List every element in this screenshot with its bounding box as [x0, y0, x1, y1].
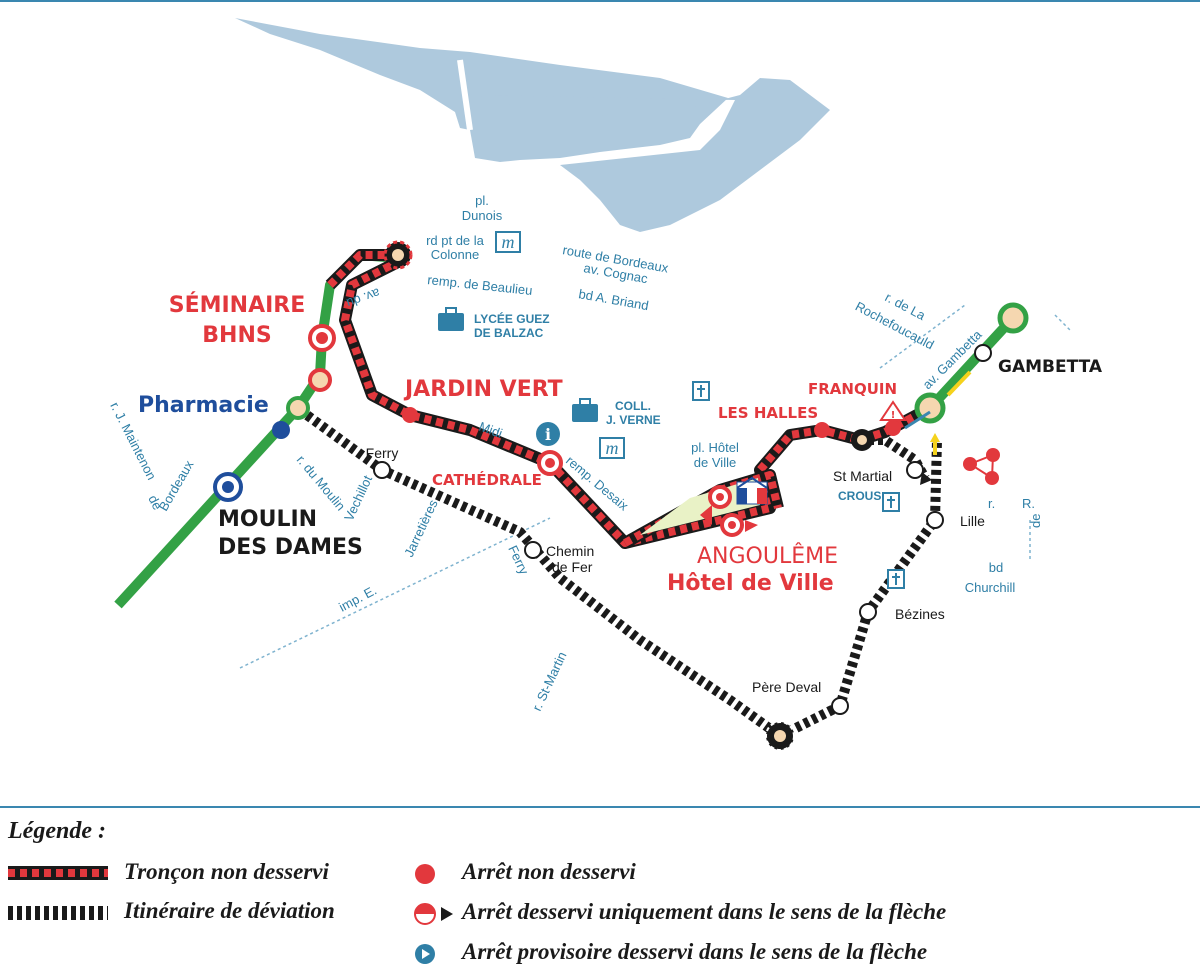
stop-franquin-marker [885, 420, 901, 436]
stop-st-martial-marker [906, 461, 924, 479]
label-les-halles: LES HALLES [718, 404, 818, 422]
direction-arrows [904, 370, 972, 455]
church-icon [887, 569, 905, 589]
legend-oneway-stop-symbol [414, 903, 453, 925]
svg-text:m: m [502, 232, 515, 252]
label-st-martial: St Martial [833, 468, 892, 484]
stop-gambetta-end [997, 302, 1029, 334]
street-lines [239, 304, 1071, 669]
label-gambetta: GAMBETTA [998, 357, 1103, 377]
label-r-de: R. [1022, 496, 1035, 511]
bike-share-icon [963, 448, 1000, 485]
label-rochefoucauld: r. de LaRochefoucauld [853, 279, 947, 352]
poi-college: COLL.J. VERNE [606, 399, 661, 427]
label-ferry: Ferry [366, 445, 399, 461]
label-lille: Lille [960, 513, 985, 529]
label-dunois: pl.Dunois [462, 193, 503, 223]
church-icon [692, 381, 710, 401]
stop-pere-deval-marker [831, 697, 849, 715]
stop-gambetta-white [974, 344, 992, 362]
label-imp-e: imp. E. [336, 582, 379, 614]
church-icon [882, 492, 900, 512]
legend-unserved-stop-label: Arrêt non desservi [462, 859, 636, 884]
label-de: de [145, 493, 165, 513]
legend-temp-stop-symbol [415, 944, 435, 964]
label-r-lille: r. [988, 496, 995, 511]
stop-jardin-vert-marker [402, 407, 418, 423]
legend-deviation-label: Itinéraire de déviation [124, 898, 335, 923]
river [235, 18, 830, 232]
label-r-moulin: r. du Moulin [294, 452, 349, 513]
legend-temp-stop-label: Arrêt provisoire desservi dans le sens d… [462, 939, 928, 964]
market-icon: m [495, 231, 521, 253]
market-icon: m [599, 437, 625, 459]
stop-navy-marker [272, 421, 290, 439]
roundabouts [383, 240, 873, 751]
legend-deviation-symbol [8, 906, 108, 920]
stop-ferry-marker [373, 461, 391, 479]
svg-text:!: ! [891, 410, 896, 421]
stop-pharmacie-marker [286, 396, 310, 420]
stop-chemin-marker [524, 541, 542, 559]
label-dunois-1: pl. [475, 193, 489, 208]
poi-crous: CROUS [838, 489, 881, 503]
label-bd-briand: bd A. Briand [577, 286, 649, 313]
stop-lille-marker [926, 511, 944, 529]
legend: Légende : Tronçon non desservi Itinérair… [0, 806, 1200, 979]
stop-pharmacie-red [308, 368, 332, 392]
label-cathedrale: CATHÉDRALE [432, 470, 542, 489]
label-pere-deval: Père Deval [752, 679, 821, 695]
legend-title: Légende : [8, 818, 106, 844]
legend-unserved-label: Tronçon non desservi [124, 859, 329, 884]
label-bordeaux: Bordeaux [156, 457, 197, 513]
label-vechillot: Vechillot [341, 473, 375, 524]
route-map: m m i ! p [0, 0, 1200, 751]
info-icon: i [536, 422, 560, 446]
legend-unserved-symbol [8, 866, 108, 880]
briefcase-icon [438, 307, 464, 331]
label-dunois-2: Dunois [462, 208, 503, 223]
stop-markers [213, 302, 1029, 715]
label-bezines: Bézines [895, 606, 945, 622]
warning-icon: ! [879, 400, 907, 421]
legend-oneway-stop-label: Arrêt desservi uniquement dans le sens d… [462, 899, 947, 924]
stop-bezines-marker [859, 603, 877, 621]
label-angouleme: ANGOULÊME [697, 543, 838, 569]
label-pharmacie: Pharmacie [138, 393, 269, 418]
label-jarretieres: Jarretières [401, 497, 441, 559]
svg-text:m: m [606, 438, 619, 458]
label-remp-beaulieu: remp. de Beaulieu [427, 272, 534, 298]
town-hall-icon [736, 476, 768, 505]
label-franquin: FRANQUIN [808, 380, 897, 398]
label-hotel-de-ville: Hôtel de Ville [667, 571, 834, 596]
label-r-st-martin: r. St-Martin [529, 649, 569, 713]
briefcase-icon [572, 398, 598, 422]
stop-les-halles-marker [814, 422, 830, 438]
legend-unserved-stop-symbol [415, 864, 435, 884]
label-r-de-2: de [1028, 514, 1043, 528]
svg-text:i: i [545, 425, 551, 444]
label-jardin-vert: JARDIN VERT [403, 377, 563, 402]
